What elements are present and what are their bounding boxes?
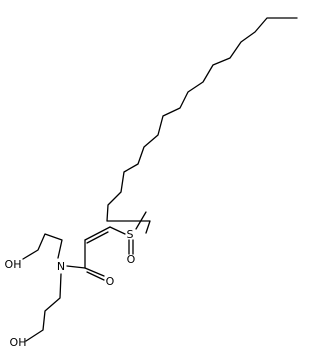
carbonyl-nitrogen-bond: [66, 265, 86, 269]
vinyl-double-bond-b: [86, 231, 109, 244]
alkyl-chain: [106, 17, 298, 234]
upper-hydroxyethyl-arm: [22, 233, 63, 260]
sulfur-atom-label: S: [127, 228, 134, 241]
lower-hydroxyl-label: OH: [10, 336, 27, 349]
lower-hydroxyethyl-arm: [25, 273, 62, 342]
carbonyl-oxygen-label: O: [106, 275, 115, 288]
sulfoxide-oxygen-label: O: [127, 253, 136, 266]
sulfur-vinyl-bond: [109, 226, 126, 235]
carbonyl-double-bond-b: [86, 271, 105, 281]
carbonyl-double-bond-a: [84, 267, 105, 277]
vinyl-double-bond-a: [84, 226, 111, 241]
chain-sulfur-bond: [135, 211, 147, 230]
nitrogen-atom-label: N: [57, 260, 65, 273]
upper-hydroxyl-label: OH: [5, 258, 22, 271]
